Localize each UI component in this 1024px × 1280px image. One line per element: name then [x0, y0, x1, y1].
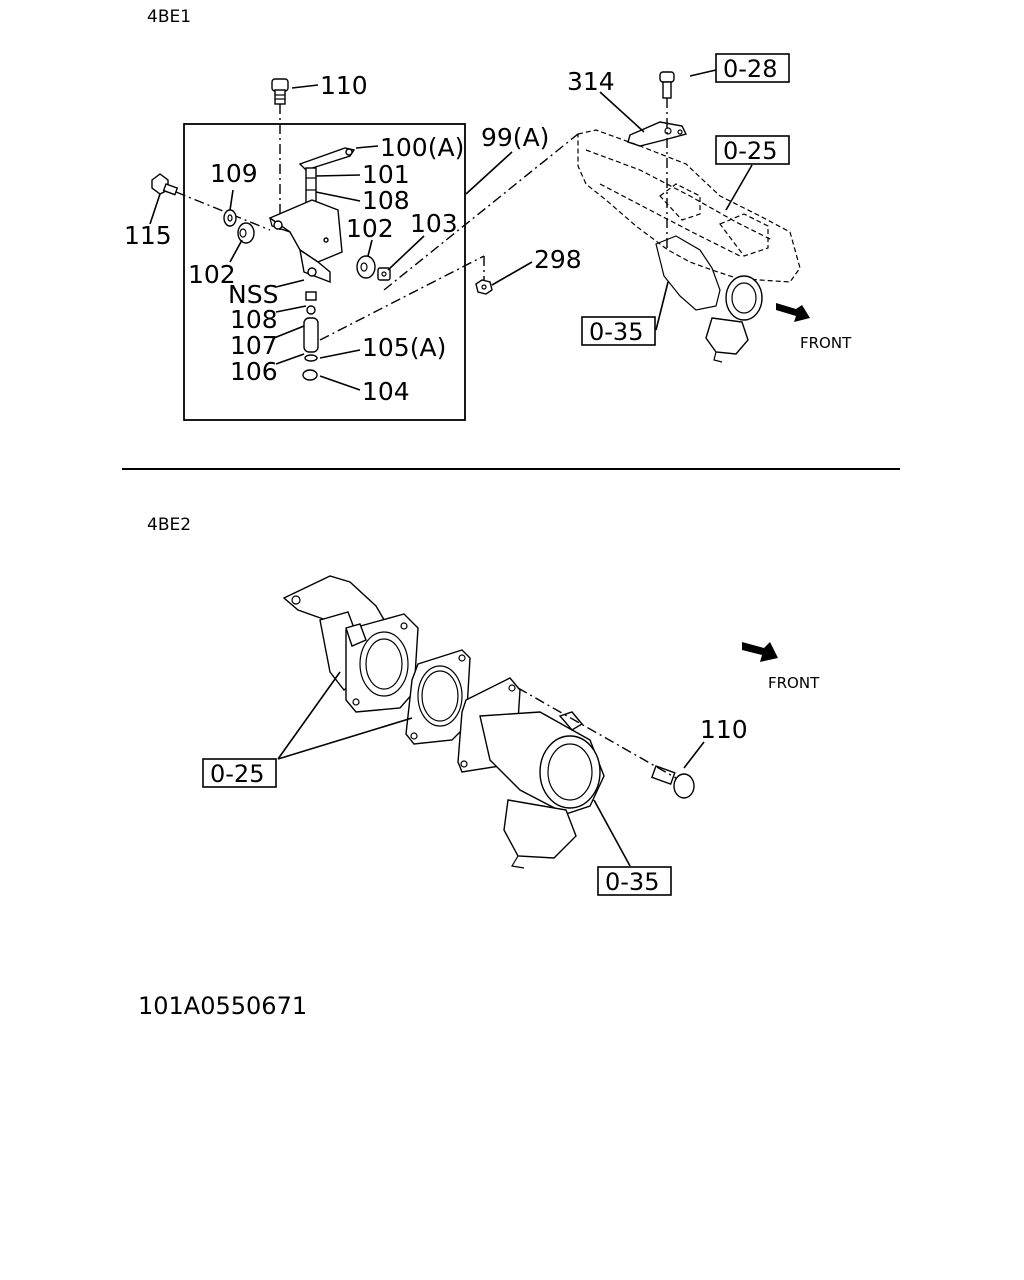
ref-box-0-35-bottom[interactable]: 0-35: [597, 866, 672, 896]
ref-box-0-25-top[interactable]: 0-25: [715, 135, 790, 165]
front-arrow-bottom-icon: [742, 642, 778, 662]
callout-104: 104: [362, 377, 410, 406]
nut-298-icon: [475, 279, 493, 295]
callout-115: 115: [124, 221, 172, 250]
bolt-028-icon: [659, 71, 675, 99]
washer-109-icon: [223, 209, 237, 227]
svg-text:0-28: 0-28: [723, 55, 777, 83]
front-label-top: FRONT: [800, 334, 852, 352]
section-label-4be2: 4BE2: [147, 515, 191, 535]
svg-text:0-35: 0-35: [605, 868, 659, 896]
bolt-103-icon: [377, 267, 391, 281]
assembly-box: [183, 123, 466, 421]
throttle-body-bottom-icon: [457, 677, 605, 869]
bolt-110-icon: [271, 78, 289, 105]
svg-text:0-25: 0-25: [210, 760, 264, 788]
bracket-icon: [268, 199, 343, 284]
rod-100a-icon: [298, 147, 356, 171]
ref-box-0-35-top[interactable]: 0-35: [581, 316, 656, 346]
svg-text:0-25: 0-25: [723, 137, 777, 165]
intake-pipe-icon: [282, 575, 419, 713]
callout-110-bottom: 110: [700, 715, 748, 744]
callout-nss: NSS: [228, 280, 278, 309]
bracket-314-icon: [627, 121, 688, 147]
callout-108-lower: 108: [230, 305, 278, 334]
callout-100a: 100(A): [380, 133, 464, 162]
section-label-4be1: 4BE1: [147, 7, 191, 27]
svg-text:0-35: 0-35: [589, 318, 643, 346]
callout-298: 298: [534, 245, 582, 274]
callout-99a: 99(A): [481, 123, 549, 152]
drawing-code: 101A0550671: [138, 992, 307, 1020]
callout-102-left: 102: [188, 260, 236, 289]
callout-314: 314: [567, 67, 615, 96]
front-label-bottom: FRONT: [768, 674, 820, 692]
fastener-stack-icon: [302, 291, 319, 381]
bolt-115-icon: [151, 173, 179, 196]
ref-box-0-25-bottom[interactable]: 0-25: [202, 758, 277, 788]
callout-110-top: 110: [320, 71, 368, 100]
callout-105a: 105(A): [362, 333, 446, 362]
engine-outline: [577, 129, 801, 283]
callout-109: 109: [210, 159, 258, 188]
bushing-102-left-icon: [237, 222, 255, 244]
throttle-body-icon: [655, 235, 763, 363]
callout-107: 107: [230, 331, 278, 360]
bolt-110-bottom-icon: [650, 765, 695, 799]
ref-box-0-28[interactable]: 0-28: [715, 53, 790, 83]
front-arrow-top-icon: [776, 303, 810, 322]
gasket-icon: [405, 649, 471, 745]
callout-106: 106: [230, 357, 278, 386]
callout-102-right: 102: [346, 214, 394, 243]
callout-101: 101: [362, 160, 410, 189]
callout-103: 103: [410, 209, 458, 238]
callout-108-upper: 108: [362, 186, 410, 215]
bushing-102-right-icon: [356, 255, 376, 279]
